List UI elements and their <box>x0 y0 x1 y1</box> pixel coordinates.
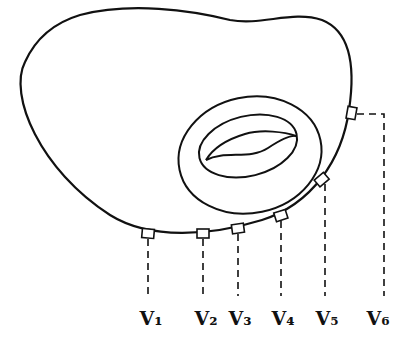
septum-line <box>206 136 296 160</box>
septum-line <box>206 131 296 160</box>
ventricle-inner <box>192 105 304 187</box>
lead-wire <box>237 234 239 296</box>
electrode <box>231 223 244 234</box>
ventricle-outer <box>168 83 333 226</box>
electrode <box>274 209 288 221</box>
heart-outline <box>21 8 352 233</box>
lead-wire <box>324 184 326 296</box>
lead-label: V₃ <box>228 309 251 328</box>
lead-wire <box>202 239 204 296</box>
lead-label: V₂ <box>194 309 217 328</box>
lead-wire <box>147 239 149 296</box>
lead-label: V₄ <box>271 309 294 328</box>
lead-label: V₅ <box>315 309 338 328</box>
lead-wire <box>357 114 384 296</box>
electrodes <box>142 106 384 296</box>
lead-wire <box>280 221 282 296</box>
lead-label: V₆ <box>366 309 389 328</box>
electrode <box>346 106 357 119</box>
electrode <box>314 172 329 187</box>
electrode <box>142 228 155 238</box>
lead-label: V₁ <box>139 309 162 328</box>
electrode <box>197 229 209 238</box>
